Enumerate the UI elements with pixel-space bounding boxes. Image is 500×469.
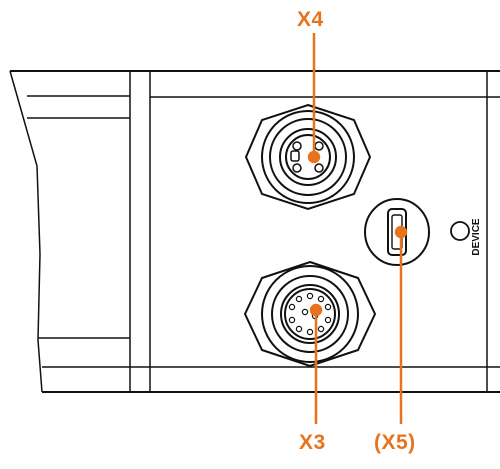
device-label: DEVICE [471,218,482,256]
device-led-icon [450,221,470,241]
x4-callout-label: X4 [297,8,324,31]
x4-callout-line [307,33,321,164]
x4-pins [290,141,324,173]
x3-connector [243,260,377,368]
x4-connector [244,103,372,211]
x3-pins [288,292,332,336]
front-panel [150,71,500,392]
x3-callout-line [309,303,323,424]
x5-callout-label: (X5) [374,431,416,454]
housing-outline [10,70,500,393]
x5-callout-line [394,225,408,424]
x3-callout-label: X3 [299,431,326,454]
side-panel [9,70,151,393]
